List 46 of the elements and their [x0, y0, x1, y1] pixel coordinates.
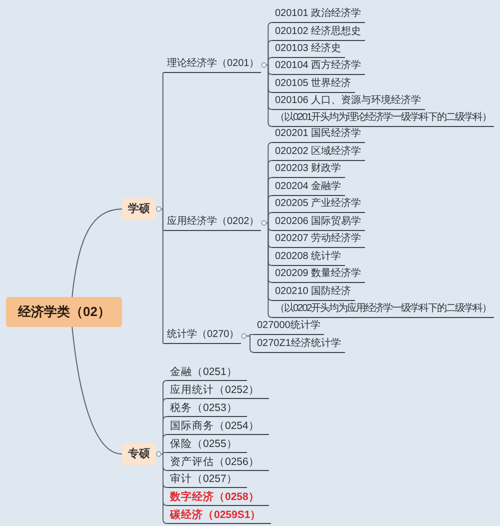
- subject-label: 审计（0257）: [167, 471, 248, 488]
- subject-label: 资产评估（0256）: [167, 454, 270, 471]
- connector-line: [160, 208, 164, 344]
- subject-label: 020106 人口、资源与环境经济学: [272, 93, 426, 110]
- subject-label: 020102 经济思想史: [272, 24, 366, 41]
- root-topic-box: 经济学类（02）: [6, 297, 122, 327]
- subject-label: 0270Z1经济统计学: [254, 336, 345, 353]
- subject-label: 020201 国民经济学: [272, 126, 366, 143]
- connector-line: [266, 212, 272, 224]
- subject-label: 碳经济（0259S1）: [167, 507, 272, 524]
- connector-line: [266, 57, 272, 66]
- note-label: （以0201开头均为理论经济学一级学科下的二级学科）: [272, 110, 494, 127]
- connector-line: [266, 222, 272, 318]
- connector-line: [266, 64, 272, 127]
- subject-label: 020104 西方经济学: [272, 58, 366, 75]
- discipline-label: 统计学（0270）: [164, 327, 242, 344]
- connector-line: [160, 72, 164, 210]
- subject-label: 020208 统计学: [272, 249, 346, 266]
- subject-label: 国际商务（0254）: [167, 418, 270, 435]
- category-box: 学硕: [122, 198, 156, 220]
- subject-label: 020204 金融学: [272, 179, 346, 196]
- subject-label: 020205 产业经济学: [272, 196, 366, 213]
- discipline-label: 应用经济学（0202）: [164, 214, 262, 231]
- subject-label: 税务（0253）: [167, 400, 248, 417]
- category-box: 专硕: [122, 443, 156, 465]
- discipline-label: 理论经济学（0201）: [164, 56, 262, 73]
- subject-label: 数字经济（0258）: [167, 489, 270, 506]
- connector-line: [160, 454, 168, 524]
- connector-line: [72, 326, 122, 454]
- subject-label: 保险（0255）: [167, 436, 248, 453]
- subject-label: 020210 国防经济: [272, 284, 356, 301]
- connector-line: [246, 336, 254, 353]
- connector-line: [160, 434, 168, 454]
- subject-label: 020209 数量经济学: [272, 266, 366, 283]
- note-label: （以0202开头均为应用经济学一级学科下的二级学科）: [272, 301, 494, 318]
- subject-label: 020103 经济史: [272, 41, 346, 58]
- connector-line: [72, 208, 122, 298]
- subject-label: 020202 区域经济学: [272, 144, 366, 161]
- subject-label: 020105 世界经济: [272, 76, 356, 93]
- subject-label: 027000统计学: [254, 318, 324, 335]
- subject-label: 020206 国际贸易学: [272, 214, 366, 231]
- subject-label: 020207 劳动经济学: [272, 231, 366, 248]
- subject-label: 020101 政治经济学: [272, 6, 366, 23]
- subject-label: 020203 财政学: [272, 161, 346, 178]
- subject-label: 应用统计（0252）: [167, 382, 270, 399]
- subject-label: 金融（0251）: [167, 364, 248, 381]
